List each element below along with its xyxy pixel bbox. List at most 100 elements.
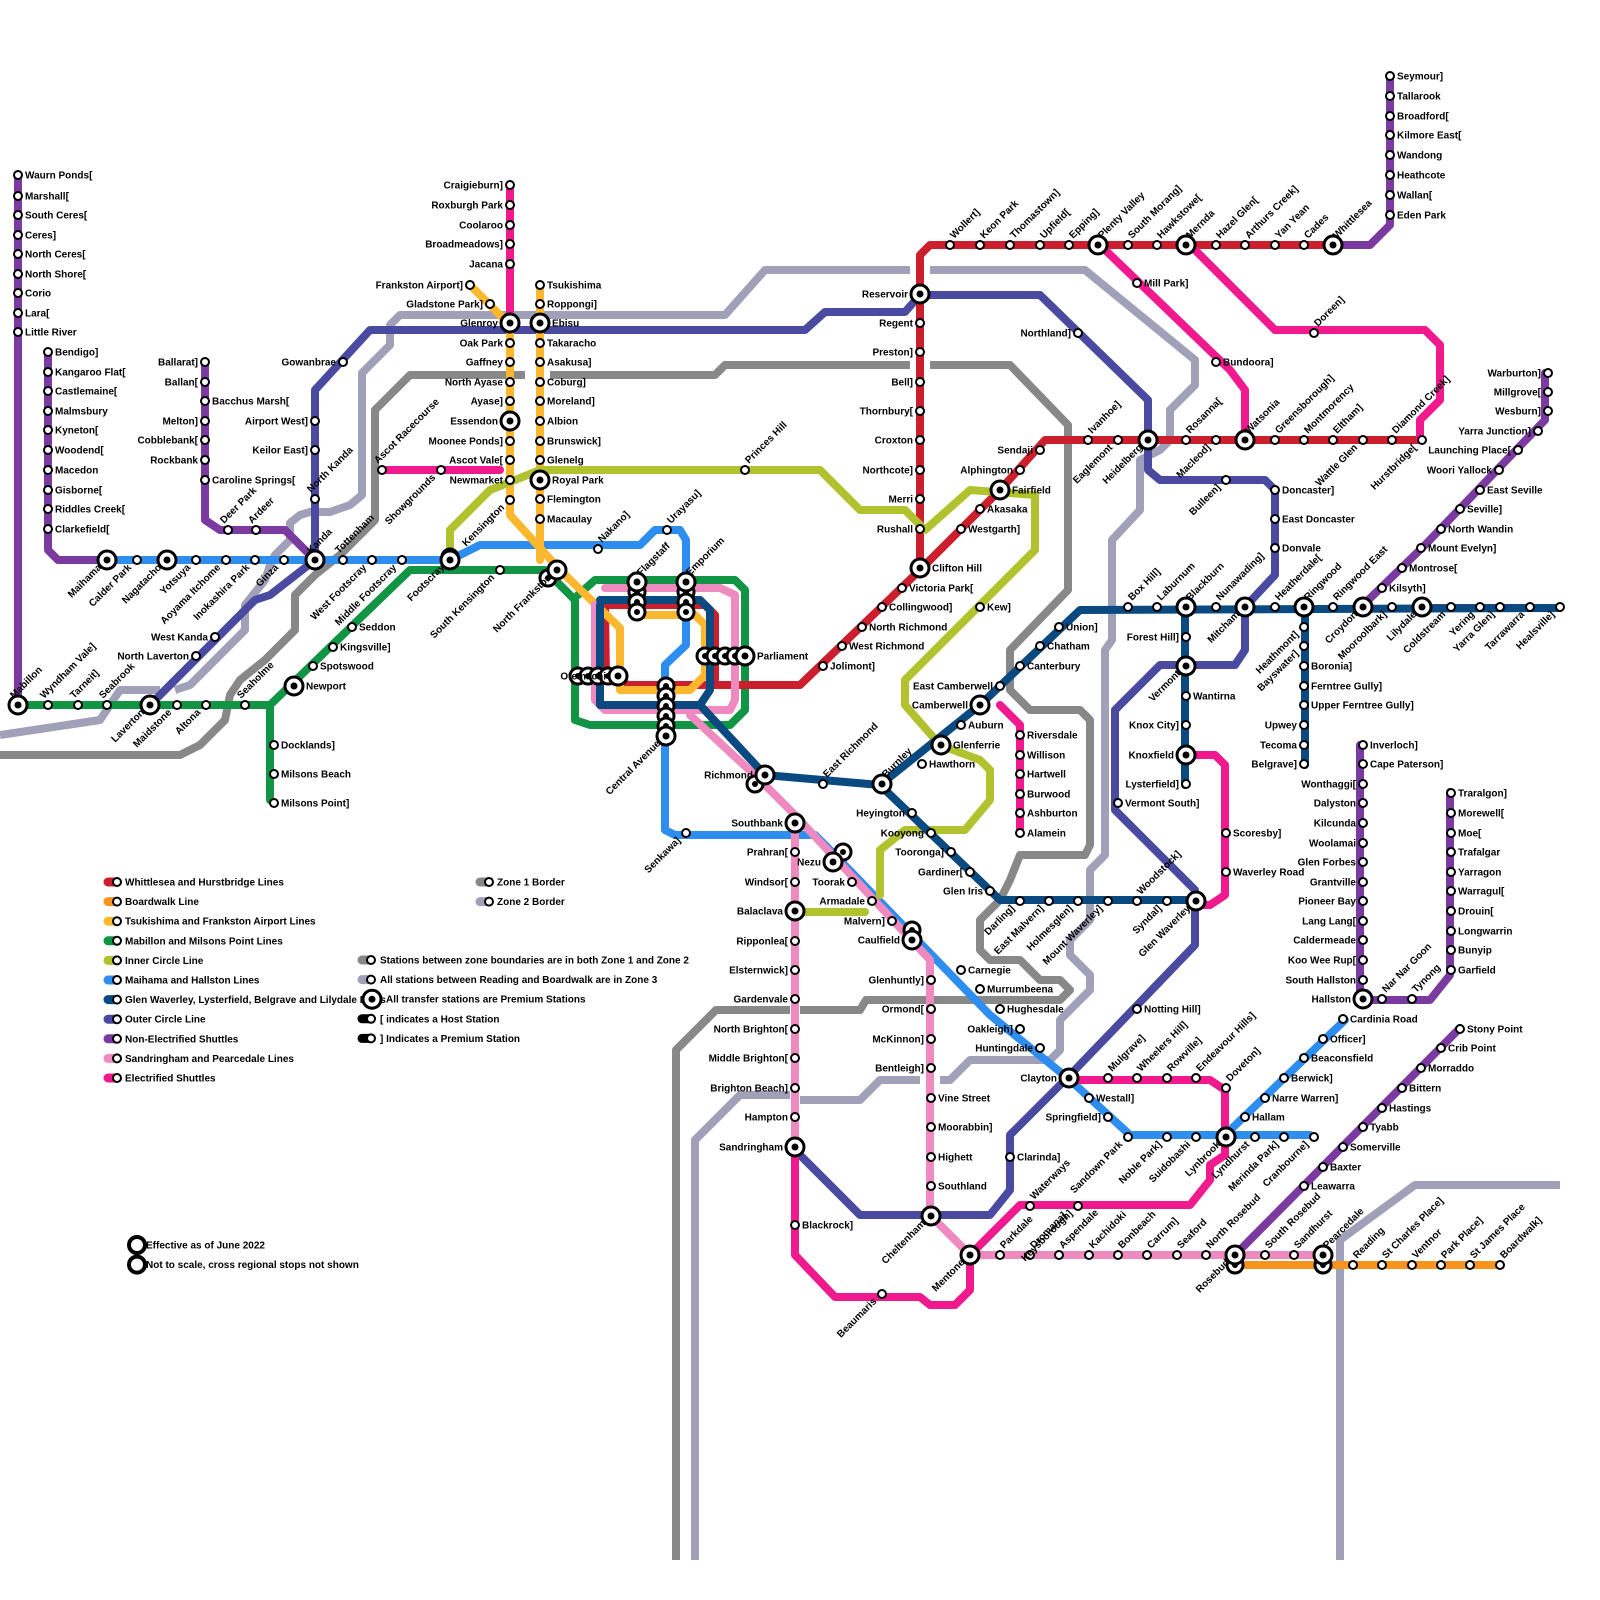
station-jolimont-label: Jolimont] bbox=[830, 662, 875, 673]
station-victoria-park-label: Victoria Park[ bbox=[909, 584, 974, 595]
station-tottenham-label: Tottenham bbox=[333, 513, 376, 556]
station-doveton-label: Doveton] bbox=[1224, 1046, 1262, 1084]
zone1-border bbox=[550, 365, 910, 375]
station-ashburton-label: Ashburton bbox=[1027, 809, 1078, 820]
station-east-doncaster-marker bbox=[1271, 515, 1279, 523]
station-riddles-creek-marker bbox=[44, 505, 52, 513]
station-north-ayase-marker bbox=[506, 378, 514, 386]
station-mount-waverley-marker bbox=[1104, 897, 1112, 905]
station-east-malvern-marker bbox=[1045, 897, 1053, 905]
station-doreen-label: Doreen] bbox=[1312, 295, 1347, 330]
station-south-hallston-label: South Hallston bbox=[1285, 976, 1356, 987]
station-altona-label: Altona bbox=[173, 707, 203, 737]
station-victoria-park-marker bbox=[898, 584, 906, 592]
station-north-wandin-marker bbox=[1437, 525, 1445, 533]
station-wantirna-label: Wantirna bbox=[1193, 692, 1236, 703]
station-northland-label: Northland] bbox=[1020, 329, 1071, 340]
station-mentone-label: Mentone bbox=[930, 1257, 967, 1294]
station-preston-label: Preston] bbox=[872, 348, 913, 359]
station-albion-marker bbox=[536, 417, 544, 425]
station-southbank-label: Southbank bbox=[731, 819, 783, 830]
station-clarkefield-marker bbox=[44, 525, 52, 533]
station-wallan-marker bbox=[1386, 191, 1394, 199]
station-kensington-marker bbox=[506, 496, 514, 504]
legend-station-icon bbox=[367, 976, 375, 984]
station-wesburn-marker bbox=[1544, 407, 1552, 415]
station-kew-marker bbox=[976, 603, 984, 611]
station-sandhurst-marker bbox=[1290, 1251, 1298, 1259]
station-north-shore-marker bbox=[14, 270, 22, 278]
station-bulleen-marker bbox=[1222, 476, 1230, 484]
station-seddon-label: Seddon bbox=[359, 623, 396, 634]
station-millgrove-label: Millgrove[ bbox=[1494, 388, 1542, 399]
station-newmarket-label: Newmarket bbox=[450, 476, 504, 487]
station-north-rosebud-marker bbox=[1202, 1251, 1210, 1259]
station-keysborough-marker bbox=[1074, 1202, 1082, 1210]
station-coldstream-marker bbox=[1447, 603, 1455, 611]
station-ferntree-gully-marker bbox=[1300, 682, 1308, 690]
station-beaumaris-label: Beaumaris bbox=[835, 1296, 879, 1340]
station-union-label: Union] bbox=[1066, 623, 1098, 634]
station-kilmore-east-marker bbox=[1386, 131, 1394, 139]
station-kilmore-east-label: Kilmore East[ bbox=[1397, 131, 1462, 142]
legend-station-icon bbox=[367, 956, 375, 964]
station-broadford-marker bbox=[1386, 112, 1394, 120]
station-glenhuntly-label: Glenhuntly] bbox=[868, 976, 924, 987]
station-spotswood-label: Spotswood bbox=[320, 662, 374, 673]
station-bulleen-label: Bulleen] bbox=[1187, 482, 1223, 518]
station-forest-hill-marker bbox=[1182, 633, 1190, 641]
station-wallan-label: Wallan[ bbox=[1397, 191, 1433, 202]
legend-station-icon bbox=[485, 878, 493, 886]
station-thomastown-marker bbox=[1006, 241, 1014, 249]
station-caulfield-dot bbox=[909, 937, 916, 944]
station-wheelers-hill-marker bbox=[1133, 1074, 1141, 1082]
station-ebisu-label: Ebisu bbox=[552, 319, 579, 330]
station-westgarth-label: Westgarth] bbox=[968, 525, 1020, 536]
station-craigieburn-marker bbox=[506, 181, 514, 189]
station-mount-evelyn-marker bbox=[1417, 544, 1425, 552]
station-bunyip-marker bbox=[1447, 946, 1455, 954]
station-nezu-label: Nezu bbox=[797, 858, 821, 869]
station-asakusa-label: Asakusa] bbox=[547, 358, 591, 369]
station-garfield-marker bbox=[1447, 966, 1455, 974]
station-gardenvale-label: Gardenvale bbox=[734, 995, 789, 1006]
legend-note-1: All stations between Reading and Boardwa… bbox=[380, 975, 658, 986]
station-south-ceres-label: South Ceres[ bbox=[25, 211, 88, 222]
station-east-seville-marker bbox=[1476, 486, 1484, 494]
station-north-kanda-marker bbox=[311, 495, 319, 503]
station-drouin-label: Drouin[ bbox=[1458, 907, 1494, 918]
station-mernda-dot bbox=[1183, 242, 1190, 249]
station-northland-marker bbox=[1074, 329, 1082, 337]
station-ivanhoe-label: Ivanhoe] bbox=[1086, 399, 1123, 436]
station-healsville-marker bbox=[1556, 603, 1564, 611]
station-vermont-dot bbox=[1183, 663, 1190, 670]
station-woodstock-marker bbox=[1133, 897, 1141, 905]
station-hastings-label: Hastings bbox=[1389, 1104, 1432, 1115]
station-brunswick-marker bbox=[536, 437, 544, 445]
station-pioneer-bay-marker bbox=[1359, 897, 1367, 905]
interchange-dot bbox=[634, 609, 640, 615]
station-sandringham-dot bbox=[792, 1144, 799, 1151]
station-jacana-marker bbox=[506, 260, 514, 268]
station-wonthaggi-label: Wonthaggi[ bbox=[1301, 780, 1356, 791]
station-seabrook-marker bbox=[103, 701, 111, 709]
station-sandown-park-marker bbox=[1124, 1133, 1132, 1141]
station-trafalgar-label: Trafalgar bbox=[1458, 848, 1500, 859]
station-caldermeade-label: Caldermeade bbox=[1293, 936, 1356, 947]
station-morraddo-marker bbox=[1417, 1064, 1425, 1072]
station-cranbourne-marker bbox=[1310, 1133, 1318, 1141]
station-oakleigh-label: Oakleigh] bbox=[967, 1025, 1013, 1036]
station-croydon-dot bbox=[1360, 604, 1367, 611]
station-armadale-marker bbox=[868, 897, 876, 905]
station-milsons-beach-label: Milsons Beach bbox=[281, 770, 351, 781]
station-akasaka-marker bbox=[976, 505, 984, 513]
station-central-avenue-label: Central Avenue bbox=[604, 738, 663, 797]
station-prahran-marker bbox=[791, 848, 799, 856]
station-yan-yean-marker bbox=[1271, 241, 1279, 249]
station-notting-hill-label: Notting Hill] bbox=[1144, 1005, 1201, 1016]
station-altona-marker bbox=[202, 701, 210, 709]
station-willison-label: Willison bbox=[1027, 751, 1065, 762]
station-park-place-marker bbox=[1437, 1261, 1445, 1269]
station-royal-park-dot bbox=[537, 477, 544, 484]
station-cape-paterson-label: Cape Paterson] bbox=[1370, 760, 1443, 771]
